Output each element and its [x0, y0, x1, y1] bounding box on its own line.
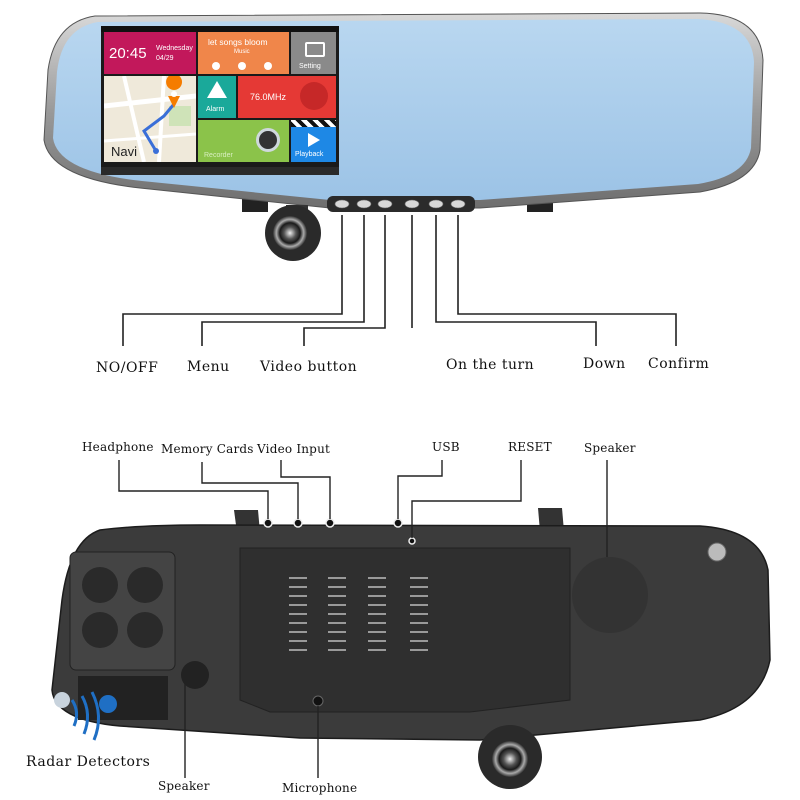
radar-wave-icon	[70, 691, 100, 741]
label-headphone: Headphone	[82, 440, 154, 454]
label-video-button: Video button	[260, 359, 358, 375]
playback-label: Playback	[295, 151, 324, 158]
android-nav-bar	[101, 167, 339, 175]
film-strip	[291, 120, 336, 127]
play-pause-icon[interactable]	[238, 62, 246, 70]
left-speaker-panel	[69, 551, 176, 671]
radar-sensor-left	[54, 692, 70, 708]
label-video-input: Video Input	[257, 442, 331, 456]
prev-icon[interactable]	[212, 62, 220, 70]
vent-slots	[289, 577, 428, 651]
clock-tile[interactable]: 20:45 Wednesday 04/29	[104, 32, 196, 74]
clock-weekday: Wednesday	[156, 45, 193, 52]
map-icon	[104, 76, 196, 162]
label-down: Down	[583, 356, 626, 372]
left-speaker-grille	[82, 567, 163, 648]
bracket-plate	[239, 547, 571, 713]
label-speaker-right: Speaker	[584, 441, 636, 455]
clock-time: 20:45	[109, 45, 147, 62]
radar-sensor	[99, 695, 117, 713]
clock-date: 04/29	[156, 55, 174, 62]
playback-tile[interactable]: Playback	[291, 120, 336, 162]
label-menu: Menu	[187, 359, 230, 375]
radio-frequency: 76.0MHz	[250, 92, 287, 102]
alarm-label: Alarm	[206, 106, 225, 113]
music-title: let songs bloom	[208, 37, 268, 47]
recorder-label: Recorder	[204, 152, 233, 159]
front-leader-lines	[122, 215, 677, 346]
status-bar	[101, 26, 339, 32]
microphone-hole	[312, 695, 324, 707]
label-microphone: Microphone	[282, 781, 358, 795]
radio-tile[interactable]: 76.0MHz	[238, 76, 336, 118]
camera-lens-icon	[273, 216, 307, 250]
small-speaker-grille	[181, 661, 209, 689]
label-reset: RESET	[508, 440, 552, 454]
label-power: NO/OFF	[96, 360, 159, 376]
music-label: Music	[234, 49, 250, 55]
play-icon	[308, 133, 320, 147]
cert-badge	[707, 542, 727, 562]
music-tile[interactable]: let songs bloom Music	[198, 32, 289, 74]
label-radar-detectors: Radar Detectors	[26, 754, 151, 770]
label-speaker-left: Speaker	[158, 779, 210, 793]
camera-lens-icon	[256, 128, 280, 152]
top-clip-left	[242, 198, 268, 212]
speaker-grille-icon	[300, 82, 328, 110]
front-buttons	[334, 199, 466, 209]
warning-icon	[207, 81, 227, 98]
label-usb: USB	[432, 440, 460, 454]
label-on-the-turn: On the turn	[446, 357, 535, 373]
rear-camera-lens-icon	[492, 741, 528, 777]
right-speaker-grille	[572, 557, 648, 633]
toolbox-icon	[305, 42, 325, 57]
back-leader-lines	[118, 460, 608, 778]
radar-detector-block	[78, 676, 168, 720]
device-screen: 20:45 Wednesday 04/29 let songs bloom Mu…	[101, 26, 339, 175]
label-memory-cards: Memory Cards	[161, 442, 254, 456]
navi-tile[interactable]: Navi	[104, 76, 196, 162]
setting-label: Setting	[299, 63, 321, 70]
label-confirm: Confirm	[648, 356, 710, 372]
alarm-tile[interactable]: Alarm	[198, 76, 236, 118]
recorder-tile[interactable]: Recorder	[198, 120, 289, 162]
navi-label: Navi	[111, 144, 138, 159]
setting-tile[interactable]: Setting	[291, 32, 336, 74]
next-icon[interactable]	[264, 62, 272, 70]
